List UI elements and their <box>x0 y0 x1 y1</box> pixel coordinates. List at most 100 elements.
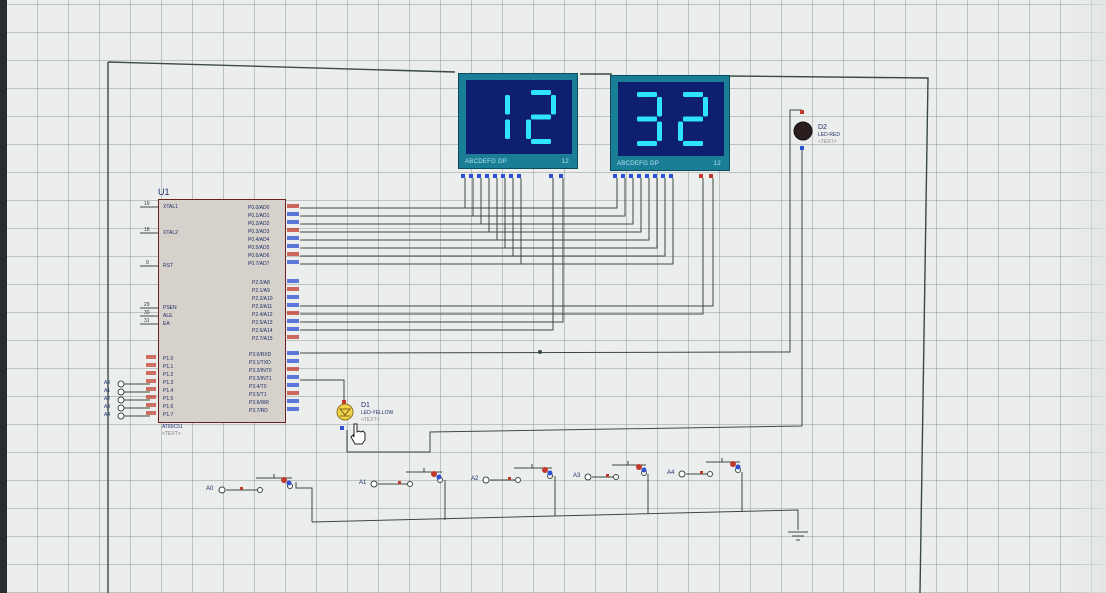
pin-label: P1.0 <box>163 356 174 362</box>
pin-state-marker <box>287 212 299 216</box>
pin-state-marker <box>287 204 299 208</box>
pin-state-marker <box>146 363 156 367</box>
pin-label: P3.0/RXD <box>249 352 272 358</box>
pin-state-marker <box>146 355 156 359</box>
chip-ref: U1 <box>158 187 170 197</box>
pin-state-marker <box>287 220 299 224</box>
pin-state-marker <box>287 311 299 315</box>
pin-label: P1.2 <box>163 372 174 378</box>
pin-label: P3.5/T1 <box>249 392 267 398</box>
pin-state-marker <box>287 327 299 331</box>
segment-a <box>637 92 657 97</box>
button-label: A4 <box>667 470 675 476</box>
segment-c <box>505 119 510 139</box>
pin-num-xtal1: 19 <box>144 201 150 207</box>
pin-state-marker <box>287 407 299 411</box>
pin-state-marker <box>287 367 299 371</box>
led-d1-sub: <TEXT> <box>361 417 380 423</box>
pin-label: PSEN <box>163 305 177 311</box>
pin-num-ale: 30 <box>144 310 150 316</box>
pin-state-marker <box>287 287 299 291</box>
pin-label: EA <box>163 321 170 327</box>
pin-label: RST <box>163 263 173 269</box>
led-d1-ref: D1 <box>361 402 370 409</box>
input-label: A2 <box>104 396 111 402</box>
led-d2[interactable] <box>792 120 814 142</box>
led-d1-part: LED-YELLOW <box>361 410 394 416</box>
pin-label: XTAL1 <box>163 204 178 210</box>
led-d2-part: LED-RED <box>818 132 840 138</box>
segment-b <box>505 95 510 115</box>
input-label: A1 <box>104 388 111 394</box>
pin-state-marker <box>287 236 299 240</box>
pin-label: P2.0/A8 <box>252 280 270 286</box>
pin-state-marker <box>146 403 156 407</box>
push-button-a3[interactable] <box>610 457 650 481</box>
pin-state-marker <box>287 244 299 248</box>
pin-state-marker <box>287 303 299 307</box>
display-screen <box>618 82 724 156</box>
input-label: A3 <box>104 404 111 410</box>
segment-e <box>678 121 683 141</box>
pin-state-marker <box>287 359 299 363</box>
pin-label: P0.4/AD4 <box>248 237 270 243</box>
pin-label: P1.4 <box>163 388 174 394</box>
push-button-a4[interactable] <box>704 454 744 478</box>
pin-label: P2.4/A12 <box>252 312 273 318</box>
pin-label: P2.5/A13 <box>252 320 273 326</box>
pin-label: P0.0/AD0 <box>248 205 270 211</box>
pin-state-marker <box>146 379 156 383</box>
seven-segment-display-right[interactable]: ABCDEFG DP 12 <box>610 75 730 171</box>
chip-sub: <TEXT> <box>162 431 181 437</box>
segment-a <box>531 90 551 95</box>
led-d1-symbol <box>336 400 354 430</box>
pin-label: P0.1/AD1 <box>248 213 270 219</box>
window-edge <box>0 0 7 593</box>
pin-label: P1.3 <box>163 380 174 386</box>
pin-label: P2.2/A10 <box>252 296 273 302</box>
segment-g <box>531 114 551 120</box>
pin-num-rst: 9 <box>146 260 149 266</box>
microcontroller-u1[interactable] <box>158 199 286 423</box>
display-com-label: 12 <box>561 159 569 165</box>
digits-right <box>637 92 708 146</box>
push-button-a1[interactable] <box>404 464 448 488</box>
pin-label: P3.2/INT0 <box>249 368 272 374</box>
pin-label: P3.4/T0 <box>249 384 267 390</box>
segment-b <box>703 97 708 117</box>
pin-state-marker <box>287 351 299 355</box>
pin-label: P3.7/RD <box>249 408 268 414</box>
segment-d <box>683 141 703 146</box>
pin-state-marker <box>146 411 156 415</box>
seven-segment-display-left[interactable]: ABCDEFG DP 12 <box>458 73 578 169</box>
display-pin-labels: ABCDEFG DP <box>465 159 508 165</box>
input-label: A4 <box>104 412 111 418</box>
pin-state-marker <box>287 399 299 403</box>
pin-state-marker <box>287 295 299 299</box>
screen-glare <box>1066 0 1106 593</box>
pin-label: P1.5 <box>163 396 174 402</box>
push-button-a0[interactable] <box>254 470 298 494</box>
segment-b <box>551 95 556 115</box>
segment-d <box>637 141 657 146</box>
pin-label: P2.1/A9 <box>252 288 270 294</box>
pin-label: P3.1/TXD <box>249 360 271 366</box>
pin-label: XTAL2 <box>163 230 178 236</box>
input-label: A0 <box>104 380 111 386</box>
segment-a <box>683 92 703 97</box>
segment-b <box>657 97 662 117</box>
led-d1[interactable] <box>335 402 355 422</box>
button-label: A2 <box>471 476 479 482</box>
push-button-a2[interactable] <box>512 460 556 484</box>
pin-label: P0.5/AD5 <box>248 245 270 251</box>
pin-label: P0.3/AD3 <box>248 229 270 235</box>
segment-c <box>657 121 662 141</box>
pin-state-marker <box>146 395 156 399</box>
pin-label: P1.1 <box>163 364 174 370</box>
pin-state-marker <box>146 387 156 391</box>
button-label: A1 <box>359 480 367 486</box>
display-com-label: 12 <box>713 161 721 167</box>
pin-state-marker <box>287 375 299 379</box>
pin-state-marker <box>287 252 299 256</box>
